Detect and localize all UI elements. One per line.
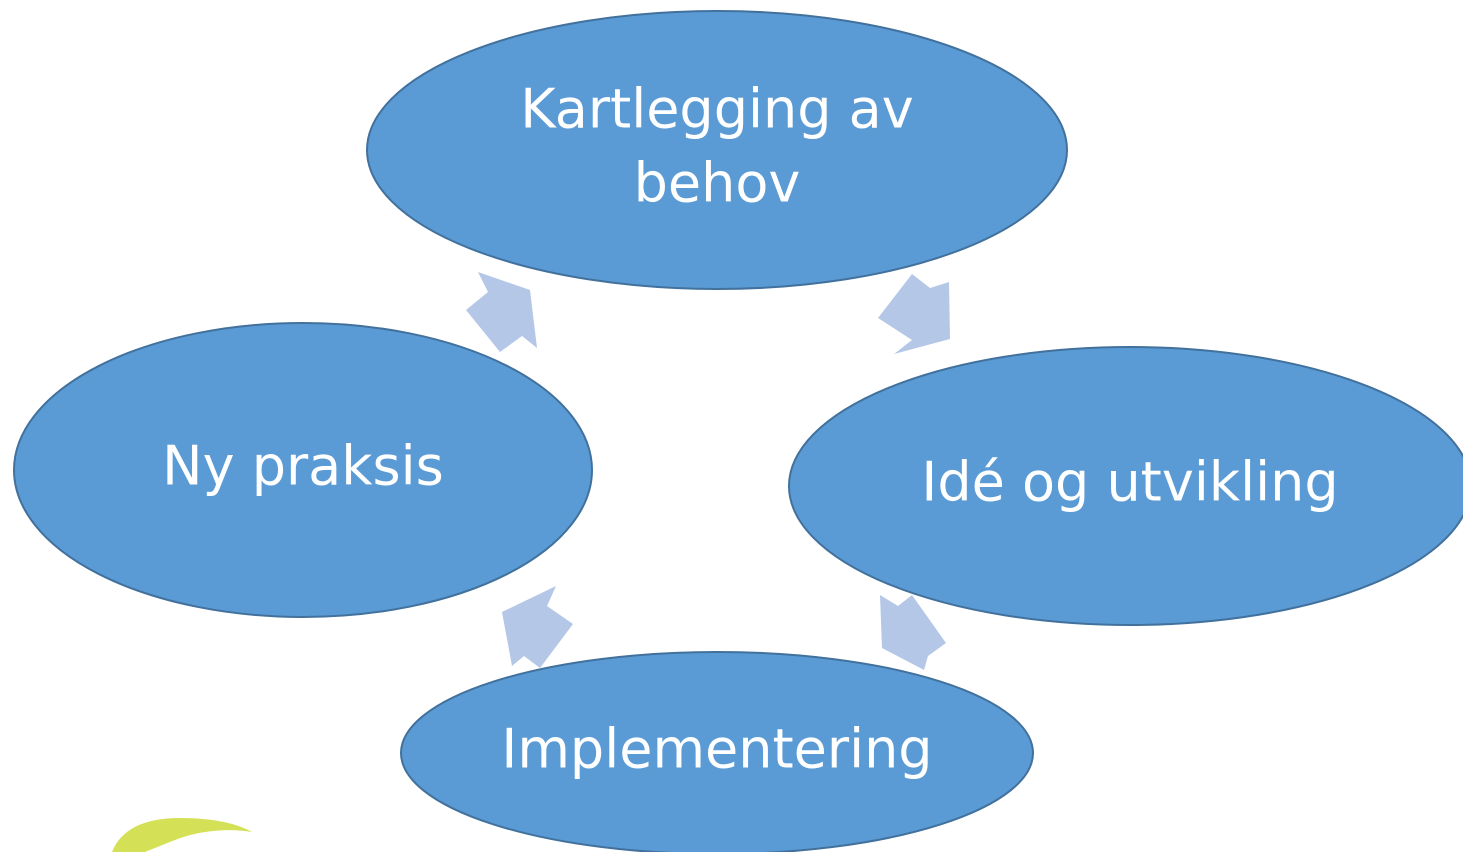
node-kartlegging: Kartlegging av behov (366, 10, 1068, 290)
arrows-group (466, 272, 950, 670)
node-implementering-ellipse (400, 651, 1034, 852)
arrow-ide-to-implementering (880, 595, 946, 670)
node-kartlegging-label-line-2: behov (634, 152, 801, 215)
node-praksis: Ny praksis (13, 322, 593, 618)
logo-swoosh-icon (112, 818, 252, 852)
node-kartlegging-label-line-1: Kartlegging av (520, 78, 913, 141)
node-ide-ellipse (788, 346, 1463, 626)
node-implementering: Implementering (400, 651, 1034, 852)
arrow-implementering-to-praksis (502, 586, 573, 668)
node-kartlegging-ellipse (366, 10, 1068, 290)
node-praksis-ellipse (13, 322, 593, 618)
logo-swoosh-shape (112, 818, 252, 852)
node-praksis-label: Ny praksis (162, 435, 444, 498)
node-implementering-label: Implementering (501, 718, 932, 781)
node-ide: Idé og utvikling (788, 346, 1463, 626)
arrow-kartlegging-to-ide (878, 274, 950, 354)
node-ide-label: Idé og utvikling (921, 451, 1338, 514)
arrow-praksis-to-kartlegging (466, 272, 537, 352)
